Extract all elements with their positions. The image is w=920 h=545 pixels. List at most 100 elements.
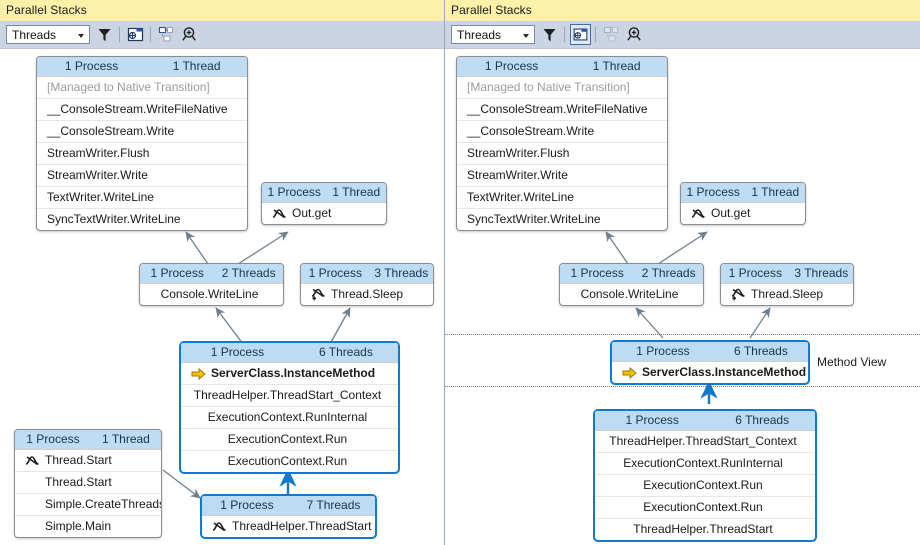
stack-frame-row[interactable]: ThreadHelper.ThreadStart [202,516,375,537]
filter-button[interactable] [539,24,560,45]
thread-count: 2 Threads [221,266,276,280]
stack-frame-row[interactable]: ExecutionContext.Run [595,475,815,497]
process-count: 1 Process [308,266,362,280]
stack-frame-row[interactable]: Simple.CreateThreads [15,494,161,516]
thread-count: 1 Thread [102,432,150,446]
stack-node-callers-of-instancemethod[interactable]: 1 Process 6 Threads ThreadHelper.ThreadS… [593,409,817,542]
stack-frame-row[interactable]: __ConsoleStream.Write [37,121,247,143]
stack-node-header: 1 Process 1 Thread [457,57,667,77]
stack-frame-row[interactable]: StreamWriter.Write [37,165,247,187]
stack-frame-row[interactable]: Thread.Sleep [301,284,433,305]
thread-count: 1 Thread [172,59,221,73]
current-frame-arrow-icon [619,362,639,383]
stack-frame-row[interactable]: ExecutionContext.Run [595,497,815,519]
stack-node-header: 1 Process 2 Threads [560,264,703,284]
view-mode-combo-value: Threads [457,28,502,42]
stack-node-header: 1 Process 1 Thread [262,183,386,203]
stack-frame-row[interactable]: __ConsoleStream.WriteFileNative [37,99,247,121]
toolbar-separator-1 [119,27,120,42]
stack-frame-row[interactable]: TextWriter.WriteLine [457,187,667,209]
process-count: 1 Process [484,59,539,73]
stack-frame-row[interactable]: ExecutionContext.Run [181,429,398,451]
stack-frame-label: Out.get [711,206,751,220]
stack-node-serverclass-instancemethod[interactable]: 1 Process 6 Threads ServerClass.Instance… [610,340,810,385]
process-count: 1 Process [64,59,119,73]
stack-frame-row[interactable]: __ConsoleStream.Write [457,121,667,143]
stack-frame-row[interactable]: Console.WriteLine [160,287,259,301]
method-view-button[interactable] [570,24,591,45]
stack-frame-row[interactable]: [Managed to Native Transition] [457,77,667,99]
stack-node-console-writeline[interactable]: 1 Process 2 Threads Console.WriteLine [559,263,704,306]
stack-node-out-get[interactable]: 1 Process 1 Thread Out.get [261,182,387,225]
process-count: 1 Process [210,345,265,359]
parallel-stacks-panel-right: Parallel Stacks Threads [445,0,920,545]
stack-frame-row[interactable]: ThreadHelper.ThreadStart [633,522,773,536]
stack-node-out-get[interactable]: 1 Process 1 Thread Out.get [680,182,806,225]
thread-count: 1 Thread [751,185,800,199]
stack-node-header: 1 Process 1 Thread [15,430,161,450]
zoom-control-button[interactable] [180,24,201,45]
auto-layout-button[interactable] [601,24,622,45]
stack-frame-row[interactable]: Out.get [681,203,805,224]
filter-button[interactable] [94,24,115,45]
stack-frame-row-current[interactable]: ServerClass.InstanceMethod [181,363,398,385]
stack-frame-row[interactable]: ThreadHelper.ThreadStart_Context [595,431,815,453]
stack-frame-row[interactable]: StreamWriter.Write [457,165,667,187]
toolbar-separator-2 [595,27,596,42]
process-count: 1 Process [636,344,690,358]
stack-frame-label: Thread.Sleep [751,287,824,301]
method-view-top-divider [445,334,920,335]
connector-layer [605,231,771,404]
stack-node-console-io[interactable]: 1 Process 1 Thread [Managed to Native Tr… [456,56,668,231]
stack-frame-row[interactable]: [Managed to Native Transition] [37,77,247,99]
process-count: 1 Process [686,185,740,199]
thread-count: 6 Threads [735,413,790,427]
stack-frame-row[interactable]: ExecutionContext.Run [227,454,348,468]
method-view-label: Method View [817,355,887,369]
threads-icon [22,450,42,471]
view-mode-combo[interactable]: Threads [6,25,90,44]
stack-node-serverclass-instancemethod[interactable]: 1 Process 6 Threads ServerClass.Instance… [179,341,400,474]
stack-node-thread-sleep[interactable]: 1 Process 3 Threads Thread.Sleep [720,263,854,306]
stack-frame-list: ThreadHelper.ThreadStart [202,516,375,537]
zoom-control-button[interactable] [625,24,646,45]
stack-frame-row[interactable]: Thread.Start [15,472,161,494]
stack-frame-label: ServerClass.InstanceMethod [211,366,376,380]
stack-frame-row[interactable]: __ConsoleStream.WriteFileNative [457,99,667,121]
stack-node-console-io[interactable]: 1 Process 1 Thread [Managed to Native Tr… [36,56,248,231]
stack-frame-row[interactable]: SyncTextWriter.WriteLine [467,212,601,226]
method-view-button[interactable] [125,24,146,45]
stack-frame-row[interactable]: Thread.Start [15,450,161,472]
process-count: 1 Process [267,185,321,199]
stack-node-threadhelper-threadstart[interactable]: 1 Process 7 Threads ThreadHelper.ThreadS… [200,494,377,539]
stack-frame-label: Thread.Start [45,453,112,467]
stack-frame-row[interactable]: ExecutionContext.RunInternal [595,453,815,475]
layout-icon [156,24,177,45]
stack-frame-row[interactable]: ThreadHelper.ThreadStart_Context [181,385,398,407]
auto-layout-button[interactable] [156,24,177,45]
stack-node-header: 1 Process 1 Thread [681,183,805,203]
view-mode-combo[interactable]: Threads [451,25,535,44]
stack-frame-row[interactable]: Out.get [262,203,386,224]
stack-node-main-thread[interactable]: 1 Process 1 Thread Thread.Start Thread.S… [14,429,162,538]
filter-icon [94,24,115,45]
stack-frame-label: ThreadHelper.ThreadStart [232,519,372,533]
threads-icon [209,516,229,537]
thread-count: 6 Threads [319,345,373,359]
stack-frame-row[interactable]: Simple.Main [45,519,112,533]
stack-frame-row[interactable]: Console.WriteLine [580,287,679,301]
stack-node-console-writeline[interactable]: 1 Process 2 Threads Console.WriteLine [139,263,284,306]
process-count: 1 Process [728,266,782,280]
stack-frame-row[interactable]: Thread.Sleep [721,284,853,305]
stack-frame-row-current[interactable]: ServerClass.InstanceMethod [612,362,808,383]
chevron-down-icon [523,34,529,38]
stack-frame-label: Thread.Sleep [331,287,404,301]
toolbar-separator-2 [150,27,151,42]
panel-divider[interactable] [444,0,445,545]
stack-frame-row[interactable]: TextWriter.WriteLine [37,187,247,209]
stack-frame-row[interactable]: StreamWriter.Flush [457,143,667,165]
stack-frame-row[interactable]: SyncTextWriter.WriteLine [47,212,181,226]
stack-node-thread-sleep[interactable]: 1 Process 3 Threads Thread.Sleep [300,263,434,306]
stack-frame-row[interactable]: StreamWriter.Flush [37,143,247,165]
stack-frame-row[interactable]: ExecutionContext.RunInternal [181,407,398,429]
